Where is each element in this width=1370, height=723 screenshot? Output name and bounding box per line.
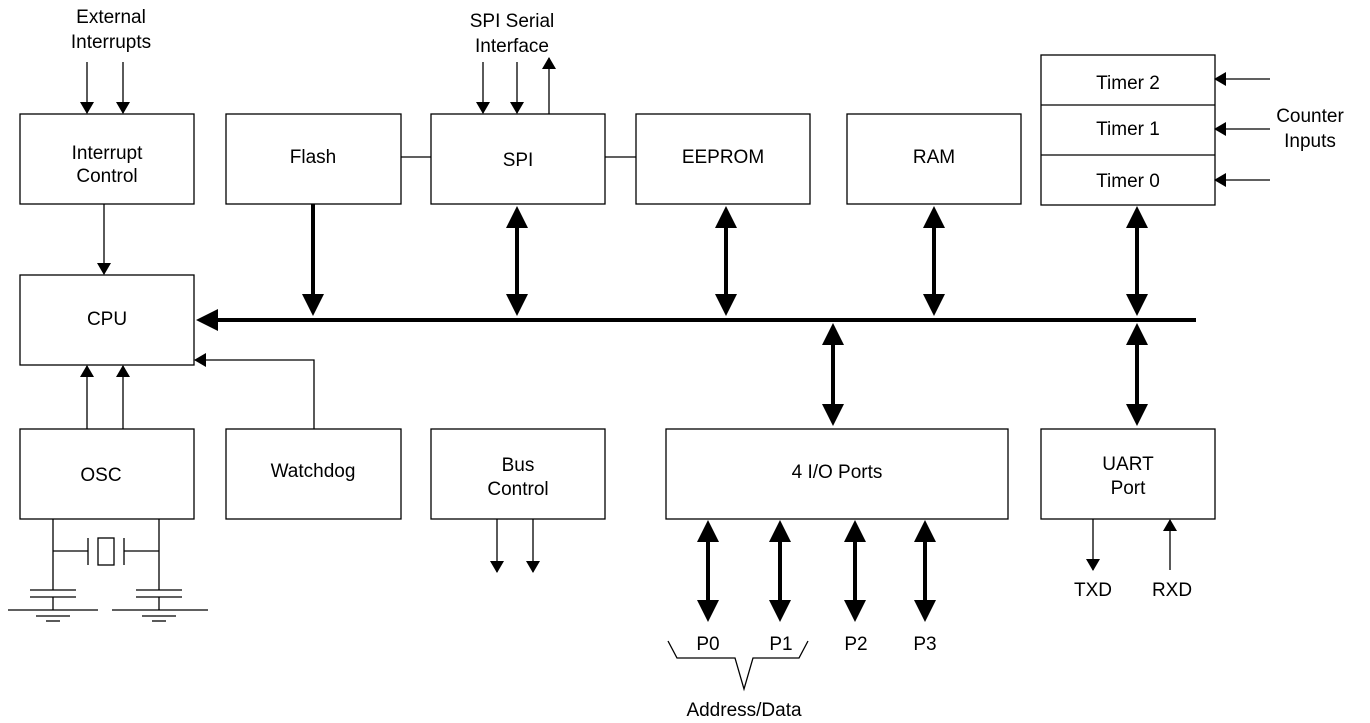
uart-port-label-2: Port bbox=[1111, 478, 1147, 499]
cpu-block: CPU bbox=[19, 274, 195, 366]
address-data-brace bbox=[667, 640, 809, 692]
timers-bus-arrow bbox=[1126, 206, 1148, 316]
counter-input-arrows bbox=[1214, 72, 1270, 187]
interrupt-control-block: Interrupt Control bbox=[19, 113, 195, 205]
io-ports-bus-arrow bbox=[822, 323, 844, 426]
spi-serial-arrows bbox=[476, 57, 556, 114]
uart-port-block: UART Port bbox=[1040, 428, 1216, 520]
io-ports-label: 4 I/O Ports bbox=[792, 462, 883, 483]
external-interrupts-label-1: External bbox=[76, 7, 146, 28]
osc-to-cpu-arrows bbox=[80, 365, 130, 429]
flash-block: Flash bbox=[225, 113, 402, 205]
interrupt-control-label-2: Control bbox=[76, 166, 137, 187]
timers-block: Timer 2 Timer 1 Timer 0 bbox=[1040, 54, 1216, 206]
flash-bus-arrow bbox=[302, 204, 324, 316]
rxd-label: RXD bbox=[1152, 580, 1192, 601]
address-data-label: Address/Data bbox=[686, 700, 802, 721]
p3-label: P3 bbox=[913, 634, 936, 655]
p0-label: P0 bbox=[696, 634, 719, 655]
p0-arrow bbox=[697, 520, 719, 622]
watchdog-label: Watchdog bbox=[271, 461, 356, 482]
uart-port-label-1: UART bbox=[1102, 454, 1154, 475]
uart-bus-arrow bbox=[1126, 323, 1148, 426]
crystal-circuit bbox=[8, 519, 208, 622]
osc-block: OSC bbox=[19, 428, 195, 520]
flash-label: Flash bbox=[290, 147, 336, 168]
counter-inputs-label-2: Inputs bbox=[1284, 131, 1336, 152]
p1-label: P1 bbox=[769, 634, 792, 655]
p1-arrow bbox=[769, 520, 791, 622]
bus-to-cpu-arrowhead bbox=[196, 309, 218, 331]
interrupt-control-label-1: Interrupt bbox=[72, 143, 143, 164]
txd-label: TXD bbox=[1074, 580, 1112, 601]
io-ports-block: 4 I/O Ports bbox=[665, 428, 1009, 520]
watchdog-to-cpu-arrow bbox=[194, 353, 315, 429]
spi-label: SPI bbox=[503, 150, 534, 171]
counter-inputs-label-1: Counter bbox=[1276, 106, 1344, 127]
osc-label: OSC bbox=[80, 465, 121, 486]
bus-control-output-arrows bbox=[490, 519, 540, 573]
spi-bus-arrow bbox=[506, 206, 528, 316]
bus-control-label-2: Control bbox=[487, 479, 548, 500]
timer2-label: Timer 2 bbox=[1096, 73, 1160, 94]
spi-serial-interface-label-2: Interface bbox=[475, 36, 549, 57]
cpu-label: CPU bbox=[87, 309, 127, 330]
external-interrupt-arrows bbox=[80, 62, 130, 114]
bus-control-label-1: Bus bbox=[502, 455, 535, 476]
eeprom-bus-arrow bbox=[715, 206, 737, 316]
ram-label: RAM bbox=[913, 147, 955, 168]
ram-block: RAM bbox=[846, 113, 1022, 205]
p2-arrow bbox=[844, 520, 866, 622]
timer0-label: Timer 0 bbox=[1096, 171, 1160, 192]
timer1-label: Timer 1 bbox=[1096, 119, 1160, 140]
external-interrupts-label-2: Interrupts bbox=[71, 32, 151, 53]
watchdog-block: Watchdog bbox=[225, 428, 402, 520]
spi-serial-interface-label-1: SPI Serial bbox=[470, 11, 554, 32]
spi-block: SPI bbox=[430, 113, 606, 205]
bus-control-block: Bus Control bbox=[430, 428, 606, 520]
p3-arrow bbox=[914, 520, 936, 622]
eeprom-label: EEPROM bbox=[682, 147, 764, 168]
ram-bus-arrow bbox=[923, 206, 945, 316]
p2-label: P2 bbox=[844, 634, 867, 655]
eeprom-block: EEPROM bbox=[635, 113, 811, 205]
